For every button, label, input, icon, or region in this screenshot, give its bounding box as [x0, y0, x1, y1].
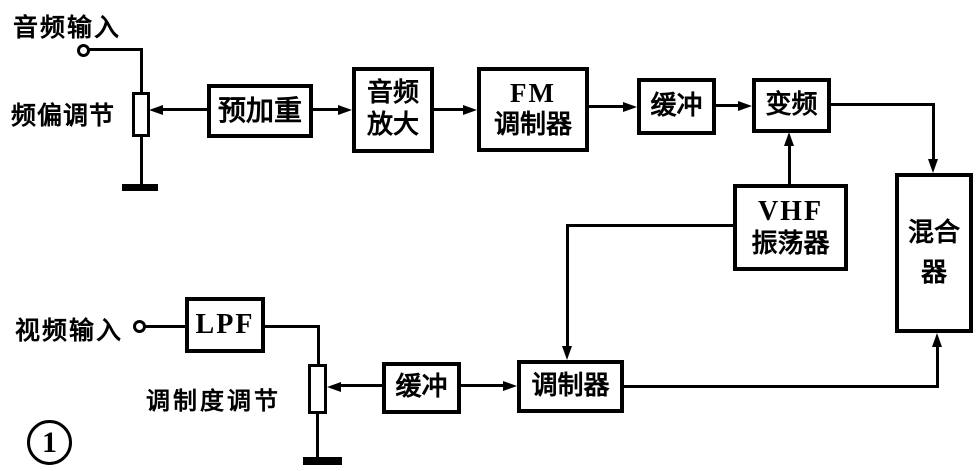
audio-input-label: 音频输入 [13, 13, 122, 42]
wire-lpf-down-to-pot2 [317, 325, 320, 365]
arrowhead-into-mixer-bottom [932, 333, 942, 347]
wire-pot1-to-preemphasis [160, 108, 207, 111]
block-modulator: 调制器 [517, 360, 624, 413]
arrowhead-into-mixer-top [928, 159, 938, 173]
block-audio-amp-line1: 音频 [366, 78, 419, 109]
block-modulator-label: 调制器 [531, 370, 610, 401]
wire-modulator-right-h [623, 385, 939, 388]
block-buffer-top-label: 缓冲 [650, 90, 703, 121]
block-vhf-line1: VHF [757, 195, 824, 227]
block-audio-amp-line2: 放大 [366, 110, 419, 140]
figure-number: 1 [42, 425, 57, 459]
block-lpf-label: LPF [195, 308, 255, 340]
figure-number-badge: 1 [27, 420, 72, 465]
block-buffer-top: 缓冲 [637, 78, 716, 135]
block-audio-amp: 音频 放大 [352, 67, 434, 153]
wire-audio-terminal-v [140, 48, 143, 94]
arrowhead-to-buffer-top [623, 102, 637, 112]
block-converter-label: 变频 [765, 89, 818, 120]
block-vhf-oscillator: VHF 振荡器 [733, 184, 848, 271]
ground-symbol-bottom [303, 457, 342, 465]
block-converter: 变频 [752, 78, 831, 133]
block-lpf: LPF [185, 297, 265, 353]
wire-fm-to-buffer [588, 105, 625, 108]
arrowhead-into-converter-bottom [784, 132, 794, 146]
wiper-arrow-deviation [149, 105, 163, 115]
block-fm-modulator-line1: FM [510, 78, 556, 109]
block-vhf-line2: 振荡器 [751, 228, 830, 259]
block-buffer-bottom-label: 缓冲 [395, 372, 448, 403]
arrowhead-to-fm-modulator [463, 105, 477, 115]
block-preemphasis: 预加重 [207, 84, 313, 138]
modulation-adjust-label: 调制度调节 [146, 387, 281, 415]
video-input-label: 视频输入 [15, 316, 124, 345]
block-mixer: 混合 器 [895, 173, 973, 333]
block-mixer-line2: 器 [920, 258, 947, 288]
arrowhead-into-modulator-top [562, 346, 572, 360]
arrowhead-to-modulator [503, 381, 517, 391]
wire-buffer-to-modulator [460, 384, 504, 387]
wire-preemphasis-to-amp [311, 108, 340, 111]
block-buffer-bottom: 缓冲 [382, 362, 461, 414]
wire-vhf-left-h [568, 224, 733, 227]
wire-converter-right-v [932, 103, 935, 161]
wire-amp-to-fm [433, 108, 465, 111]
wire-pot2-to-buffer [339, 384, 382, 387]
block-fm-modulator-line2: 调制器 [493, 110, 572, 141]
wire-vhf-down-v [566, 224, 569, 348]
arrowhead-to-converter [738, 101, 752, 111]
block-preemphasis-label: 预加重 [217, 93, 302, 127]
ground-symbol-top [122, 184, 158, 191]
deviation-adjust-label: 频偏调节 [11, 101, 116, 130]
wire-pot1-to-ground [140, 134, 143, 186]
potentiometer-modulation [308, 364, 327, 414]
wiper-arrow-modulation [327, 382, 341, 392]
block-mixer-line1: 混合 [907, 217, 960, 248]
wire-video-terminal-to-lpf [143, 325, 185, 328]
wire-lpf-right-h [264, 325, 320, 328]
wire-modulator-up-v [936, 345, 939, 388]
arrowhead-to-audio-amp [338, 105, 352, 115]
wire-converter-right-h [830, 103, 935, 106]
wire-pot2-to-ground [316, 411, 319, 459]
wire-buffer-to-converter [715, 104, 740, 107]
block-fm-modulator: FM 调制器 [477, 67, 589, 152]
potentiometer-deviation [132, 92, 150, 137]
wire-vhf-to-converter [788, 144, 791, 184]
wire-audio-terminal-h [88, 48, 143, 51]
